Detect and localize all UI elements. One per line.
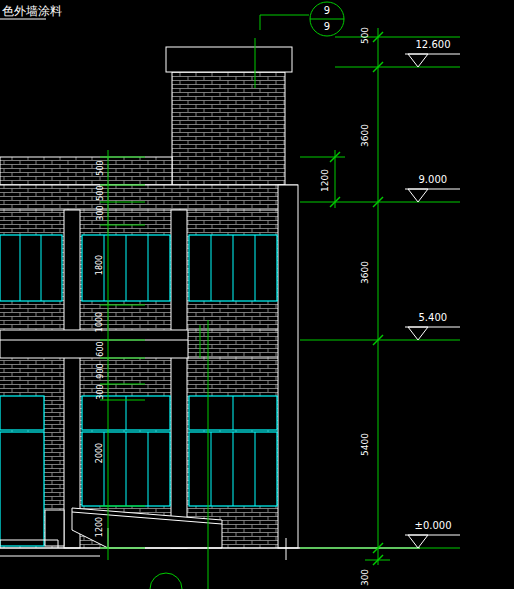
dimension-text: 300 <box>361 568 370 585</box>
dimension-text: 3600 <box>360 261 369 284</box>
dimension-text: 300 <box>96 205 104 220</box>
dimension-text: 1000 <box>96 312 104 332</box>
callout-number: 9 <box>309 6 345 16</box>
elevation-mark: 9.000 <box>419 175 448 185</box>
dimension-text: 5400 <box>360 433 369 456</box>
elevation-mark: ±0.000 <box>415 521 452 531</box>
dimension-text: 500 <box>96 185 104 200</box>
dimension-text: 2000 <box>96 443 104 463</box>
callout-number: 9 <box>309 22 345 32</box>
dimension-text: 500 <box>96 160 104 175</box>
dimension-text: 600 <box>96 341 104 356</box>
callout-circle: 99 <box>309 1 345 37</box>
material-note: 色外墙涂料 <box>2 5 62 17</box>
dimension-text: 1200 <box>320 169 329 192</box>
dimension-text: 300 <box>96 384 104 399</box>
dimension-text: 1800 <box>96 255 104 275</box>
dimension-text: 3600 <box>360 124 369 147</box>
elevation-mark: 12.600 <box>416 40 451 50</box>
dimension-text: 1200 <box>96 517 104 537</box>
dimension-text: 500 <box>361 26 370 43</box>
dimension-text: 900 <box>96 363 104 378</box>
elevation-mark: 5.400 <box>419 313 448 323</box>
